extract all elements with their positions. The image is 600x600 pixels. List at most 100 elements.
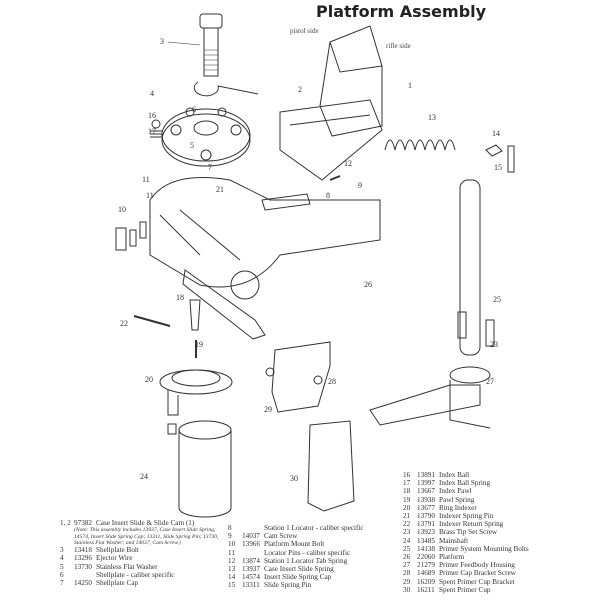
part-part: 13966 (242, 540, 260, 549)
part-desc: Indexer Spring Pin (439, 512, 494, 521)
station-1-locator (261, 193, 311, 211)
part-desc: Shellplate Bolt (96, 546, 139, 555)
callout-26: 26 (364, 280, 372, 289)
rifle-side-label: rifle side (386, 42, 411, 50)
part-part: 13937 (242, 565, 260, 574)
part-desc: Insert Slide Spring Cap (264, 573, 332, 582)
part-part: 14574 (242, 573, 260, 582)
platform-mount-bolt (115, 227, 127, 251)
part-part: 16211 (417, 585, 435, 594)
part-part: 97382 (74, 519, 92, 527)
part-num: 30 (403, 585, 411, 594)
part-num: 24 (403, 536, 411, 545)
indexer-return-spring (133, 315, 171, 327)
callout-28: 28 (328, 377, 336, 386)
part-part: 13790 (417, 512, 435, 521)
ring-indexer (159, 369, 233, 416)
callout-11: 11 (146, 191, 154, 200)
callout-17: 17 (148, 127, 156, 136)
callout-27: 27 (486, 377, 494, 386)
part-desc: Stainless Flat Washer (96, 562, 158, 571)
ejector-wire (193, 81, 259, 97)
callout-20: 20 (145, 375, 153, 384)
part-part: 13891 (417, 471, 435, 479)
part-num: 6 (60, 570, 64, 579)
part-num: 26 (403, 553, 411, 562)
callout-11: 11 (142, 175, 150, 184)
callout-8: 8 (326, 191, 330, 200)
primer-cap-bracket-screw (313, 375, 323, 385)
primer-system-mounting-bolt (457, 311, 467, 339)
part-desc: Locator Pins - caliber specific (264, 548, 351, 557)
callout-4: 4 (150, 89, 154, 98)
callout-13: 13 (428, 113, 436, 122)
part-part: 22060 (417, 553, 435, 562)
part-part: 14689 (417, 569, 435, 578)
callout-7: 7 (208, 163, 212, 172)
part-desc: Index Ball Spring (439, 479, 491, 488)
part-desc: Case Insert Slide & Slide Cam (1) (96, 519, 195, 527)
part-num: 4 (60, 554, 64, 563)
callout-9: 9 (358, 181, 362, 190)
index-pawl (189, 299, 201, 331)
cam-screw (329, 175, 341, 181)
callout-3: 3 (160, 37, 164, 46)
case-insert-slide-spring (384, 139, 456, 151)
insert-slide-spring-cap (485, 144, 503, 157)
primer-cap-bracket-screw (265, 367, 275, 377)
callout-25: 25 (493, 295, 501, 304)
platform (149, 177, 381, 340)
parts-note: (Note: This assembly includes 13937, Cas… (74, 527, 219, 546)
part-part: 16209 (417, 577, 435, 586)
part-num: 25 (403, 544, 411, 553)
callout-21: 21 (216, 185, 224, 194)
index-ball-spring (150, 130, 162, 138)
callout-22: 22 (120, 319, 128, 328)
part-desc: Shellplate - caliber specific (96, 570, 175, 579)
part-part: 13296 (74, 554, 92, 563)
part-part: 14250 (74, 578, 92, 587)
part-desc: Case Insert Slide Spring (264, 565, 334, 574)
diagram-title: Platform Assembly (316, 2, 487, 21)
part-desc: Platform Mount Bolt (264, 540, 325, 549)
part-num: 29 (403, 577, 411, 586)
part-desc: Indexer Return Spring (439, 520, 504, 529)
part-num: 8 (228, 524, 232, 532)
callout-2: 2 (298, 85, 302, 94)
callout-30: 30 (290, 474, 298, 483)
part-desc: Primer System Mounting Bolts (439, 544, 529, 553)
part-part (242, 524, 264, 532)
part-num: 20 (403, 503, 411, 512)
pistol-side-label: pistol side (290, 27, 319, 35)
primer-system-mounting-bolt (485, 319, 495, 347)
part-num: 27 (403, 561, 411, 570)
callout-6: 6 (192, 105, 196, 114)
part-desc: Primer Cap Bracket Screw (439, 569, 516, 578)
part-desc: Index Pawl (439, 487, 472, 496)
part-part (242, 549, 264, 557)
part-desc: Pawl Spring (439, 495, 475, 504)
callout-10: 10 (118, 205, 126, 214)
part-num: 15 (228, 581, 236, 590)
callout-15: 15 (494, 163, 502, 172)
part-num: 5 (60, 562, 64, 571)
brass-tip-set-screw (167, 423, 177, 435)
part-num: 18 (403, 487, 411, 496)
part-part: 13997 (417, 479, 435, 488)
part-part: 14138 (417, 544, 435, 553)
part-part: 13418 (74, 546, 92, 555)
parts-list-row: 25 14138 Primer System Mounting Bolts (403, 545, 529, 553)
